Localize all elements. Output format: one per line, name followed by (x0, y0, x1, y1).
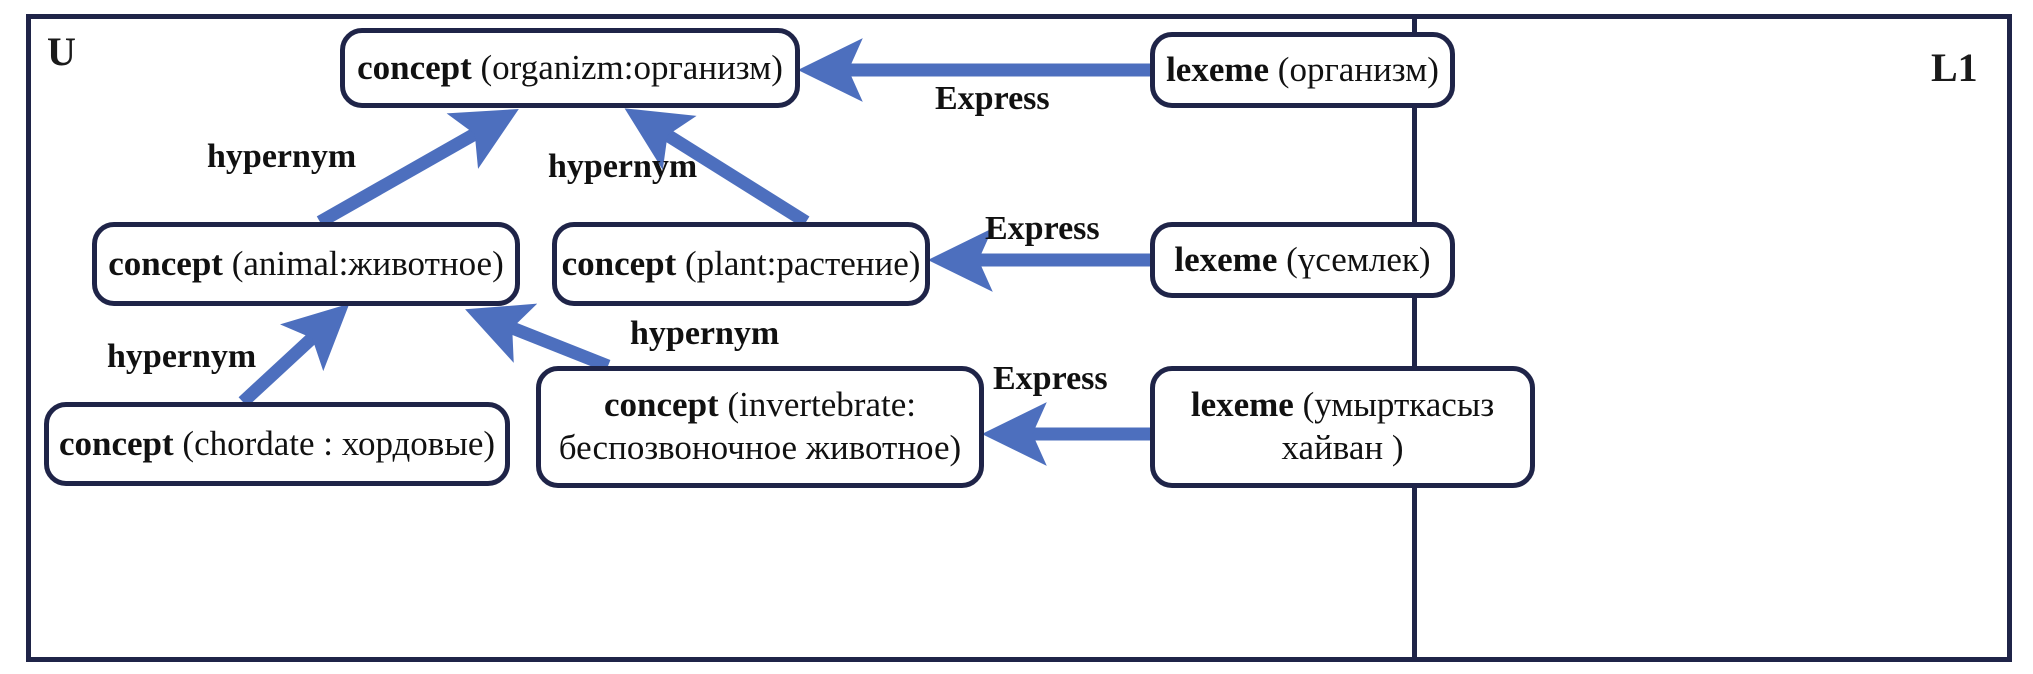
concept-node-invertebrate[interactable]: concept (invertebrate: беспозвоночное жи… (536, 366, 984, 488)
edge-label-express-usemlek: Express (985, 210, 1100, 247)
edge-label-hypernym-animal-organizm: hypernym (207, 138, 357, 175)
concept-keyword: concept (604, 385, 719, 425)
concept-keyword: concept (58, 423, 174, 463)
concept-node-invertebrate-text: concept (invertebrate: беспозвоночное жи… (555, 384, 965, 469)
region-divider (1412, 14, 1417, 662)
concept-keyword: concept (561, 243, 677, 283)
diagram-outer-frame (26, 14, 2012, 662)
region-label-u: U (47, 29, 76, 74)
concept-value: (organizm:организм) (471, 47, 783, 87)
concept-node-animal[interactable]: concept (animal:животное) (92, 222, 520, 306)
lexeme-keyword: lexeme (1174, 239, 1278, 279)
concept-keyword: concept (108, 243, 223, 283)
lexeme-node-usemlek[interactable]: lexeme (үсемлек) (1150, 222, 1455, 298)
edge-label-hypernym-chordate-animal: hypernym (107, 338, 257, 375)
edge-label-express-organizm: Express (935, 80, 1050, 117)
concept-value: (invertebrate: беспозвоночное животное) (558, 385, 962, 467)
lexeme-node-usemlek-text: lexeme (үсемлек) (1174, 239, 1430, 282)
lexeme-node-umyrtkasyz[interactable]: lexeme (умырткасыз хайван ) (1150, 366, 1535, 488)
concept-value: (animal:животное) (222, 243, 504, 283)
concept-node-animal-text: concept (animal:животное) (108, 243, 503, 286)
edge-label-express-umyrtkasyz: Express (993, 360, 1108, 397)
edge-label-hypernym-invertebrate-animal: hypernym (630, 315, 780, 352)
lexeme-value: (үсемлек) (1277, 239, 1431, 279)
lexeme-node-umyrtkasyz-text: lexeme (умырткасыз хайван ) (1169, 384, 1516, 469)
concept-value: (plant:растение) (676, 243, 921, 283)
concept-node-chordate[interactable]: concept (chordate : хордовые) (44, 402, 510, 486)
lexeme-keyword: lexeme (1190, 385, 1294, 425)
concept-node-chordate-text: concept (chordate : хордовые) (59, 423, 495, 466)
concept-node-plant-text: concept (plant:растение) (562, 243, 921, 286)
lexeme-node-organizm-text: lexeme (организм) (1166, 49, 1439, 92)
concept-node-organizm[interactable]: concept (organizm:организм) (340, 28, 800, 108)
concept-node-organizm-text: concept (organizm:организм) (357, 47, 783, 90)
lexeme-node-organizm[interactable]: lexeme (организм) (1150, 32, 1455, 108)
concept-value: (chordate : хордовые) (173, 423, 496, 463)
concept-node-plant[interactable]: concept (plant:растение) (552, 222, 930, 306)
concept-keyword: concept (357, 47, 472, 87)
lexeme-value: (умырткасыз хайван ) (1281, 385, 1495, 467)
edge-label-hypernym-plant-organizm: hypernym (548, 148, 698, 185)
region-label-l1: L1 (1931, 45, 1978, 90)
lexeme-value: (организм) (1269, 49, 1439, 89)
lexeme-keyword: lexeme (1166, 49, 1270, 89)
